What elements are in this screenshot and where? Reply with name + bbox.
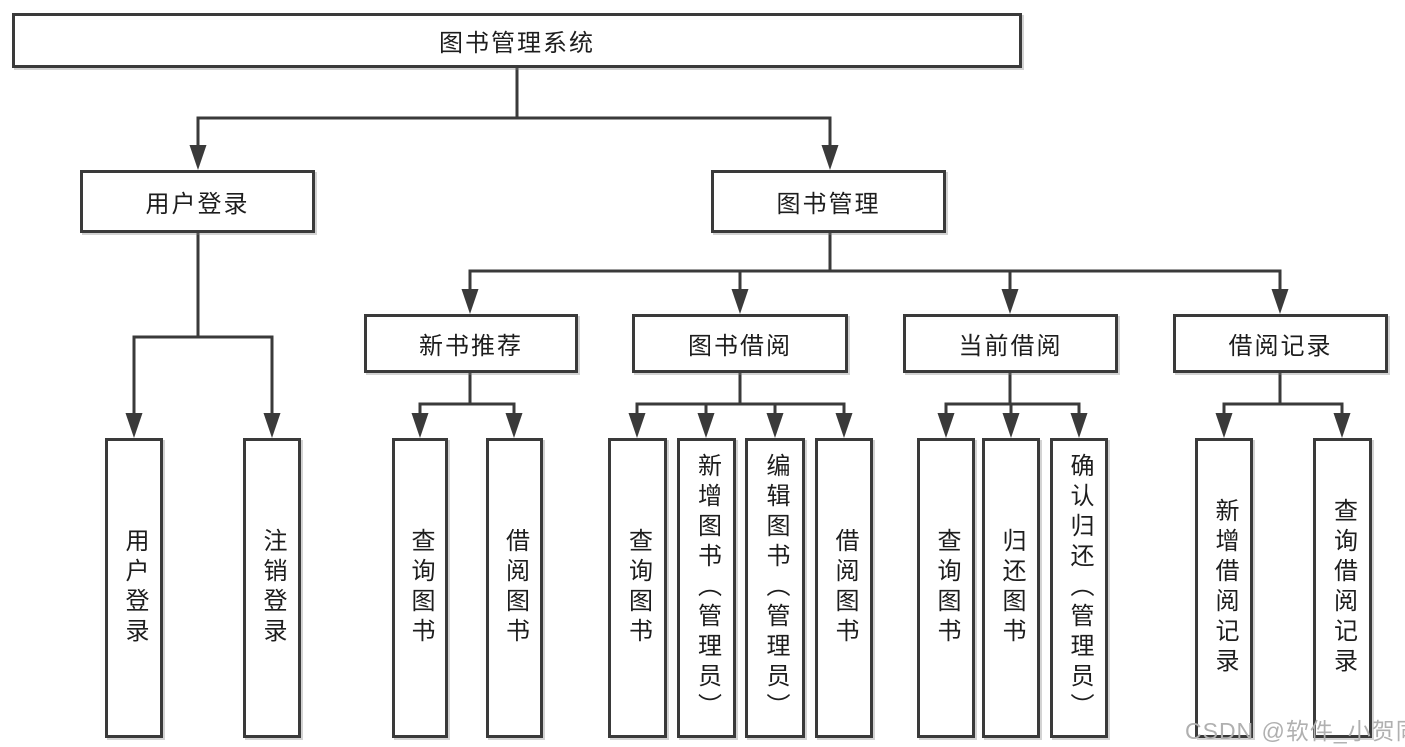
leaf-borrow-book-borrow-label: 借阅图书: [831, 528, 858, 648]
node-current-borrow: 当前借阅: [903, 314, 1118, 373]
leaf-return-book: 归还图书: [982, 438, 1040, 738]
leaf-query-book-recommend: 查询图书: [392, 438, 448, 738]
leaf-user-login: 用户登录: [105, 438, 163, 738]
node-borrow-record-label: 借阅记录: [1228, 333, 1333, 360]
node-new-book-recommend-label: 新书推荐: [419, 333, 523, 360]
leaf-add-book-admin: 新增图书（管理员）: [677, 438, 736, 738]
node-user-login: 用户登录: [80, 170, 315, 233]
leaf-query-book-borrow: 查询图书: [608, 438, 667, 738]
leaf-query-book-recommend-label: 查询图书: [407, 528, 434, 648]
leaf-query-book-current-label: 查询图书: [933, 528, 960, 648]
leaf-add-book-admin-label: 新增图书（管理员）: [693, 453, 721, 723]
leaf-return-book-label: 归还图书: [998, 528, 1025, 648]
leaf-add-borrow-record-label: 新增借阅记录: [1211, 498, 1238, 678]
leaf-edit-book-admin: 编辑图书（管理员）: [745, 438, 805, 738]
node-user-login-label: 用户登录: [145, 191, 250, 218]
leaf-query-book-borrow-label: 查询图书: [624, 528, 652, 648]
leaf-borrow-book-borrow: 借阅图书: [815, 438, 873, 738]
node-book-borrow-label: 图书借阅: [688, 333, 792, 360]
tree-edges: [132, 68, 1344, 416]
arrowheads: [125, 145, 1351, 438]
watermark: CSDN @软件_小贺同学: [1185, 718, 1405, 744]
node-root: 图书管理系统: [12, 13, 1022, 68]
leaf-logout-label: 注销登录: [259, 528, 286, 648]
leaf-confirm-return-admin: 确认归还（管理员）: [1050, 438, 1108, 738]
leaf-logout: 注销登录: [243, 438, 301, 738]
node-root-label: 图书管理系统: [439, 30, 595, 57]
leaf-borrow-book-recommend-label: 借阅图书: [501, 528, 529, 648]
node-new-book-recommend: 新书推荐: [364, 314, 578, 373]
leaf-add-borrow-record: 新增借阅记录: [1195, 438, 1253, 738]
leaf-query-book-current: 查询图书: [917, 438, 975, 738]
leaf-query-borrow-record: 查询借阅记录: [1313, 438, 1372, 738]
node-book-borrow: 图书借阅: [632, 314, 848, 373]
leaf-user-login-label: 用户登录: [121, 528, 148, 648]
node-borrow-record: 借阅记录: [1173, 314, 1388, 373]
node-book-management: 图书管理: [711, 170, 946, 233]
leaf-edit-book-admin-label: 编辑图书（管理员）: [762, 453, 789, 723]
leaf-query-borrow-record-label: 查询借阅记录: [1329, 498, 1357, 678]
leaf-borrow-book-recommend: 借阅图书: [486, 438, 543, 738]
node-book-management-label: 图书管理: [776, 191, 881, 218]
node-current-borrow-label: 当前借阅: [958, 333, 1063, 360]
leaf-confirm-return-admin-label: 确认归还（管理员）: [1066, 453, 1093, 723]
